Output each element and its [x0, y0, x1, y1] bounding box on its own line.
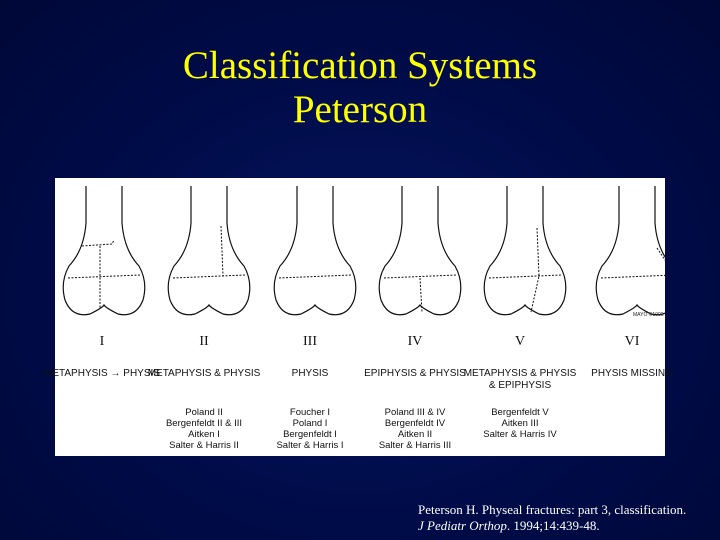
type-numeral: III — [303, 334, 317, 349]
citation: Peterson H. Physeal fractures: part 3, c… — [418, 502, 686, 534]
title-line-2: Peterson — [292, 88, 428, 131]
fracture-line — [656, 247, 665, 261]
type-region: METAPHYSIS & PHYSIS — [147, 368, 261, 379]
type-numeral: I — [99, 334, 105, 349]
synonym: Poland III & IV — [384, 407, 446, 418]
synonym: Bergenfeldt I — [283, 429, 337, 440]
bone-outline-2 — [167, 186, 251, 316]
synonym: Bergenfeldt V — [491, 407, 549, 418]
type-region: METAPHYSIS → PHYSIS — [44, 368, 160, 379]
synonym: Aitken I — [188, 429, 220, 440]
type-numeral: IV — [407, 334, 423, 349]
citation-journal: J Pediatr Orthop — [418, 518, 507, 533]
type-numeral: II — [199, 334, 209, 349]
citation-line-1: Peterson H. Physeal fractures: part 3, c… — [418, 502, 687, 517]
physis-line — [600, 274, 665, 279]
bone-outline-5 — [483, 186, 567, 316]
type-numeral: V — [514, 334, 526, 349]
physis-line — [67, 274, 141, 279]
bone-outline-3 — [273, 186, 357, 316]
citation-details: . 1994;14:439-48. — [506, 518, 600, 533]
type-numeral: VI — [624, 334, 640, 349]
synonym: Salter & Harris III — [378, 440, 452, 451]
synonym: Salter & Harris II — [169, 440, 239, 451]
synonym: Foucher I — [289, 407, 331, 418]
type-region: METAPHYSIS & PHYSIS & EPIPHYSIS — [463, 368, 577, 391]
bone-outline-1 — [62, 186, 146, 316]
fracture-line — [81, 239, 115, 308]
bone-outline-6 — [595, 186, 665, 316]
bone-outline-4 — [378, 186, 462, 316]
physis-line — [488, 274, 562, 279]
fracture-line — [419, 277, 423, 313]
synonym: Salter & Harris I — [276, 440, 344, 451]
mayo-watermark: MAYO ©1993 — [633, 312, 664, 318]
physis-line — [383, 274, 457, 279]
title-line-1: Classification Systems — [182, 44, 538, 87]
bone-drawings — [62, 186, 665, 316]
type-region: PHYSIS — [291, 368, 329, 379]
synonym: Bergenfeldt II & III — [165, 418, 243, 429]
synonym: Salter & Harris IV — [483, 429, 557, 440]
physis-line — [172, 274, 246, 279]
physis-line — [278, 274, 352, 279]
type-region: PHYSIS MISSING — [591, 368, 673, 379]
type-region: EPIPHYSIS & PHYSIS — [364, 368, 466, 379]
peterson-classification-figure: MAYO ©1993 I METAPHYSIS → PHYSIS II METAPHY… — [44, 178, 673, 456]
synonym: Poland I — [292, 418, 328, 429]
synonym: Poland II — [185, 407, 223, 418]
fracture-line — [530, 227, 540, 313]
synonym: Bergenfeldt IV — [384, 418, 446, 429]
fracture-line — [220, 225, 224, 277]
synonym: Aitken II — [397, 429, 433, 440]
slide-title: Classification Systems Peterson — [0, 44, 720, 132]
synonym: Aitken III — [501, 418, 539, 429]
